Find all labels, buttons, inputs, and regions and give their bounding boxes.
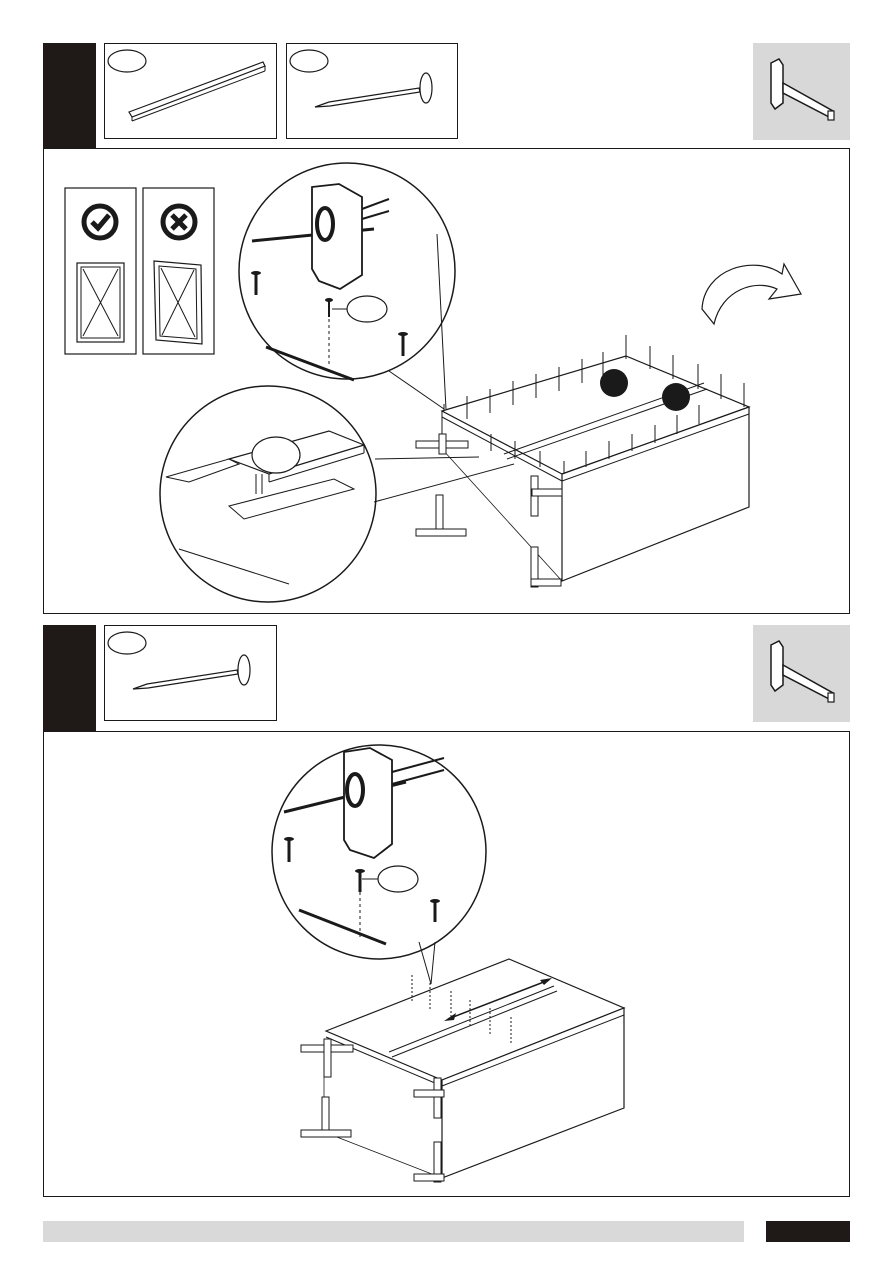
- step-1-illustration-frame: [43, 148, 850, 614]
- detail-circle-hammer-step-2: [272, 745, 486, 984]
- part-box-rail: [104, 43, 277, 139]
- detail-circle-hammer: [239, 163, 455, 409]
- part-box-nail: [286, 43, 458, 139]
- cabinet-step-2: [301, 959, 624, 1182]
- step-1-number-tab: [43, 43, 96, 149]
- hammer-icon: [753, 43, 850, 140]
- step-1-illustration: [44, 149, 849, 613]
- step-2-illustration: [44, 732, 849, 1196]
- part-box-nail-step-2: [104, 625, 277, 721]
- nail-icon: [105, 626, 275, 719]
- correct-square-check: [65, 188, 136, 354]
- cabinet-step-1: [416, 356, 749, 587]
- footer-bar: [43, 1221, 744, 1242]
- wrong-square-check: [143, 188, 214, 354]
- tool-box-step-2: [753, 625, 850, 722]
- rail-strip-icon: [105, 44, 275, 137]
- tool-box-step-1: [753, 43, 850, 140]
- nail-icon: [287, 44, 456, 137]
- hammer-icon: [753, 625, 850, 722]
- step-2-number-tab: [43, 625, 96, 731]
- step-2-illustration-frame: [43, 731, 850, 1197]
- page-number-tab: [766, 1221, 850, 1242]
- rotate-arrow-icon: [702, 264, 801, 324]
